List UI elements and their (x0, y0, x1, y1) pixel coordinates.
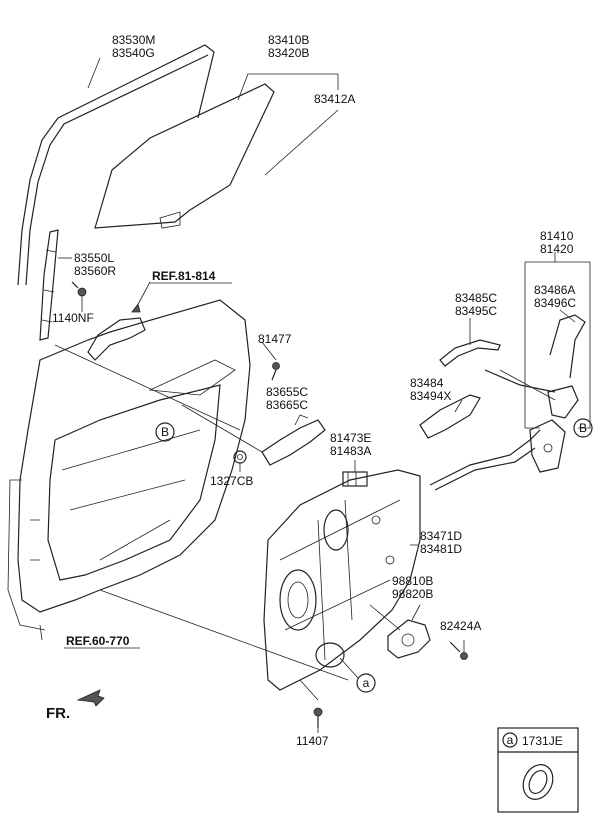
label-83484: 83484 (410, 376, 444, 390)
callout-a-label: a (363, 676, 370, 690)
bolt-82424a (449, 641, 468, 660)
label-1140nf: 1140NF (52, 311, 94, 325)
label-1731je: 1731JE (522, 734, 563, 748)
ref-60-770-label: REF.60-770 (66, 634, 130, 648)
door-module-panel (263, 469, 421, 691)
bolt-1140nf (71, 281, 87, 297)
label-83420b: 83420B (268, 46, 309, 60)
door-glass (94, 83, 275, 229)
label-83665c: 83665C (266, 398, 308, 412)
label-98810b: 98810B (392, 574, 433, 588)
label-83560r: 83560R (74, 264, 116, 278)
label-11407: 11407 (296, 734, 329, 748)
callout-b-right-label: B (579, 421, 587, 435)
label-83550l: 83550L (74, 251, 114, 265)
door-lock-cables (419, 314, 586, 491)
label-83496c: 83496C (534, 296, 576, 310)
door-latch (529, 385, 579, 473)
label-81477: 81477 (258, 332, 292, 346)
legend-box: a 1731JE (497, 727, 579, 813)
label-1327cb: 1327CB (210, 474, 253, 488)
label-83481d: 83481D (420, 542, 462, 556)
ref-60-770: REF.60-770 (64, 634, 140, 649)
glass-run-channel (17, 44, 215, 286)
label-81420: 81420 (540, 242, 574, 256)
label-83471d: 83471D (420, 529, 462, 543)
label-83410b: 83410B (268, 33, 309, 47)
label-83530m: 83530M (112, 33, 155, 47)
label-83494x: 83494X (410, 389, 451, 403)
label-83495c: 83495C (455, 304, 497, 318)
label-82424a: 82424A (440, 619, 481, 633)
bolt-11407 (313, 707, 323, 728)
legend-a-label: a (507, 733, 514, 747)
label-83412a: 83412A (314, 92, 355, 106)
outside-handle (87, 317, 146, 361)
label-83655c: 83655C (266, 385, 308, 399)
grommet-1731je-icon (522, 764, 554, 800)
label-83540g: 83540G (112, 46, 155, 60)
callout-b-left-label: B (161, 425, 169, 439)
label-83486a: 83486A (534, 283, 575, 297)
label-81483a: 81483A (330, 444, 371, 458)
door-inner-panel (7, 299, 251, 631)
label-81473e: 81473E (330, 431, 371, 445)
front-label: FR. (46, 705, 70, 722)
callout-a: a (356, 673, 376, 693)
label-83485c: 83485C (455, 291, 497, 305)
bolt-81477 (271, 362, 280, 381)
front-arrow: FR. (46, 689, 105, 722)
inside-handle (261, 414, 326, 466)
callout-b-right: B (573, 418, 593, 438)
rear-channel (39, 229, 59, 341)
label-81410: 81410 (540, 229, 574, 243)
window-regulator-motor (387, 619, 431, 659)
label-98820b: 98820B (392, 587, 433, 601)
callout-b-left: B (155, 422, 175, 442)
ref-81-814: REF.81-814 (150, 269, 232, 284)
ref-81-814-label: REF.81-814 (152, 269, 216, 283)
